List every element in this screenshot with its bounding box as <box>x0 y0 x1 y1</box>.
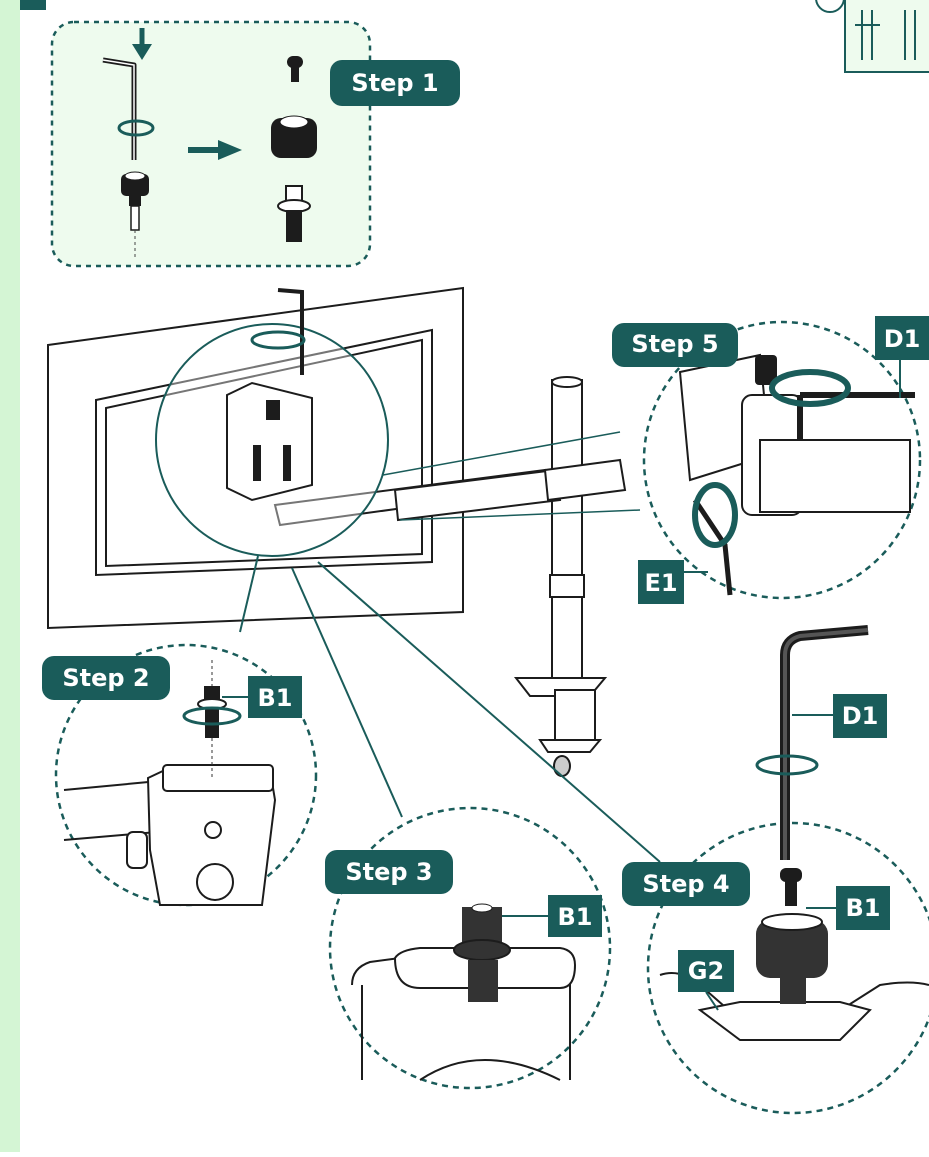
d1-label-step4: D1 <box>842 702 879 730</box>
g2-label: G2 <box>688 957 724 985</box>
bolt-icon <box>277 185 311 242</box>
down-arrow-icon <box>132 28 152 60</box>
step2-detail <box>54 643 318 907</box>
pole-arm <box>273 376 627 777</box>
knob-icon <box>271 115 317 158</box>
b1-label-step4: B1 <box>846 894 881 922</box>
right-arrow-icon <box>188 140 242 160</box>
allen-key-icon <box>102 57 137 160</box>
step5-label: Step 5 <box>631 330 718 358</box>
e1-label: E1 <box>644 569 677 597</box>
step1-label: Step 1 <box>351 69 438 97</box>
step3-label: Step 3 <box>345 858 432 886</box>
rotate-arrow-icon <box>117 119 155 137</box>
d1-label-step5: D1 <box>884 325 921 353</box>
step5-detail <box>642 320 922 600</box>
allen-key-d1-icon <box>755 625 869 860</box>
vesa-circle <box>155 288 389 557</box>
leader-lines <box>239 555 661 863</box>
thumb-screw-icon <box>121 171 149 260</box>
b1-label-step3: B1 <box>558 903 593 931</box>
page-tab-marker <box>20 0 46 10</box>
step2-label: Step 2 <box>62 664 149 692</box>
step4-label: Step 4 <box>642 870 729 898</box>
sidebar-strip <box>0 0 20 1152</box>
screw-icon <box>287 56 303 82</box>
two-person-icon <box>815 0 929 73</box>
b1-label-step2: B1 <box>258 684 293 712</box>
step1-inset <box>50 20 372 268</box>
